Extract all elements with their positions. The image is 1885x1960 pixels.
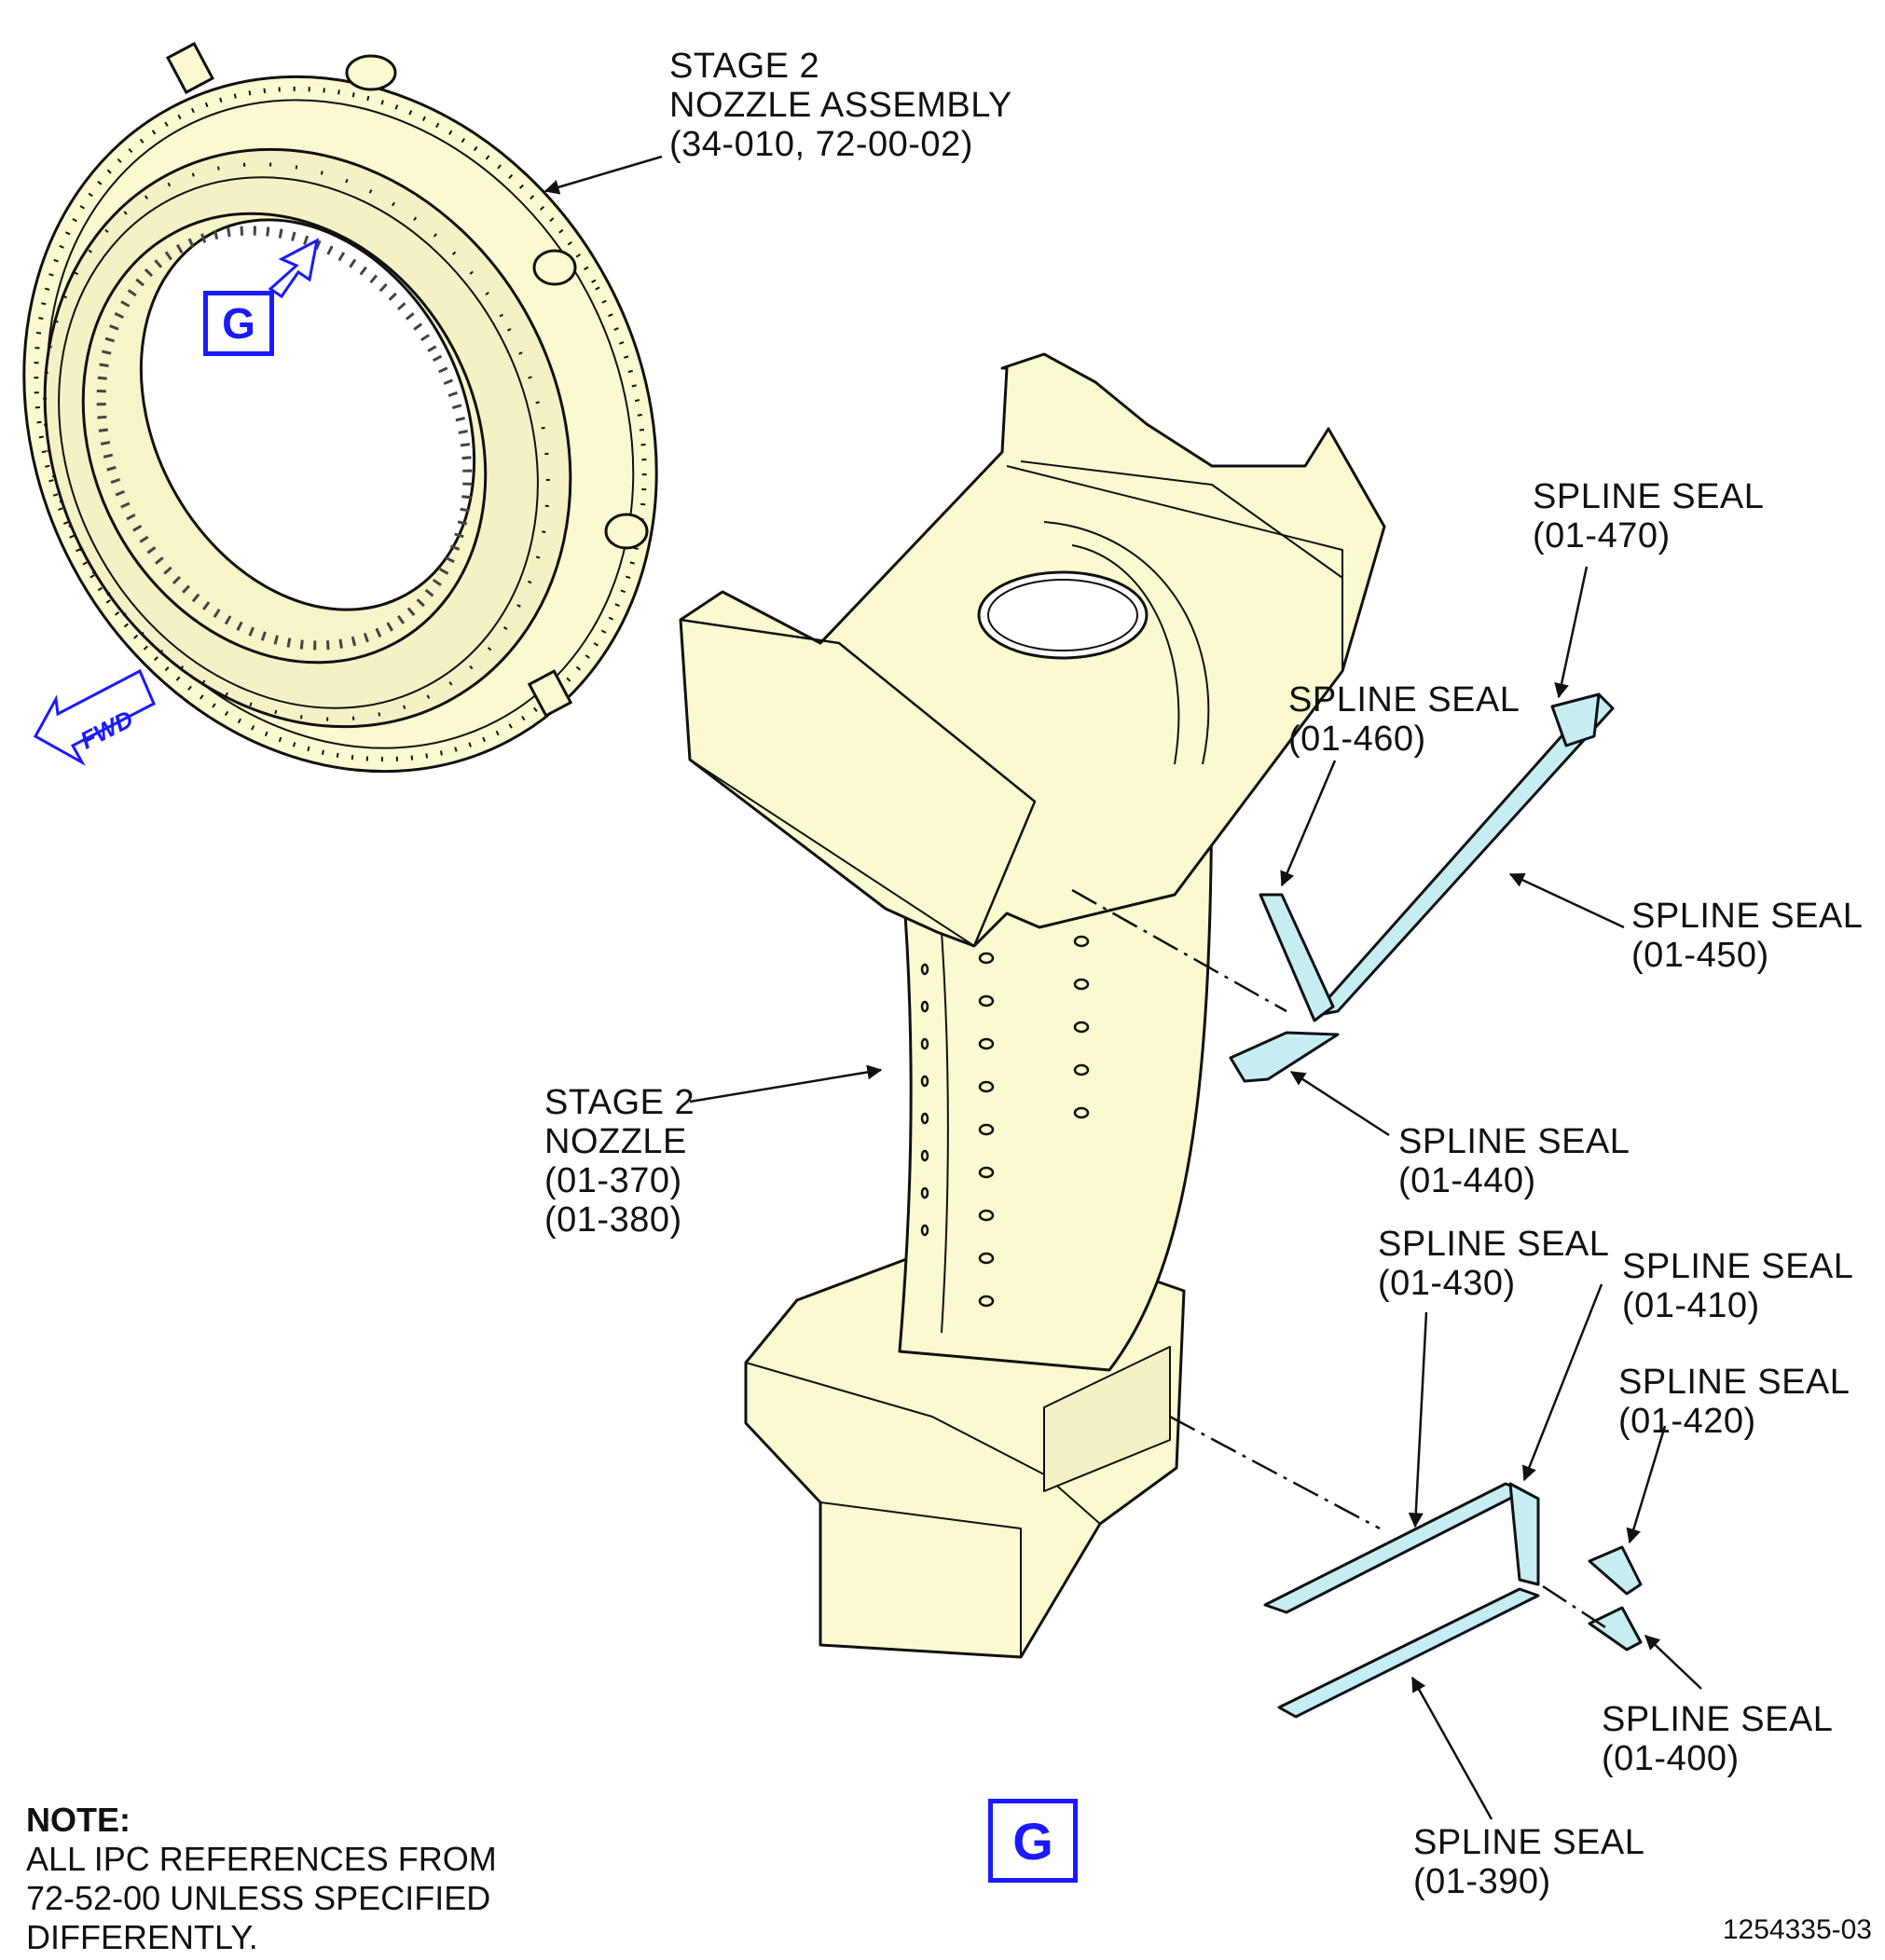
spline-seal-400-part (1588, 1606, 1643, 1652)
spline-seal-440-part (1229, 1031, 1340, 1083)
label-line: SPLINE SEAL (1413, 1823, 1645, 1862)
label-spline-seal-470: SPLINE SEAL (01-470) (1533, 477, 1764, 555)
leader-stage2-nozzle (689, 1064, 883, 1103)
spline-seal-470-part (1550, 692, 1601, 747)
label-line: (01-380) (544, 1200, 682, 1240)
stage-2-nozzle-segment (679, 352, 1386, 1659)
assembly-centerlines (1071, 888, 1609, 1631)
label-stage2-nozzle: STAGE 2 NOZZLE (01-370) (01-380) (544, 1083, 695, 1240)
leader-seal-420 (1626, 1425, 1667, 1544)
label-spline-seal-440: SPLINE SEAL (01-440) (1398, 1122, 1630, 1200)
label-line: (01-470) (1533, 516, 1671, 555)
view-direction-arrow-icon (268, 238, 320, 299)
label-line: SPLINE SEAL (1622, 1247, 1854, 1286)
note-line: DIFFERENTLY. (26, 1918, 258, 1956)
label-line: STAGE 2 (544, 1083, 695, 1122)
label-line: (01-400) (1602, 1739, 1740, 1778)
spline-seal-420-part (1588, 1545, 1643, 1596)
label-line: SPLINE SEAL (1288, 680, 1520, 720)
leader-seal-410 (1521, 1283, 1603, 1482)
cooling-holes (920, 935, 1090, 1308)
label-spline-seal-460: SPLINE SEAL (01-460) (1288, 680, 1520, 759)
label-spline-seal-450: SPLINE SEAL (01-450) (1631, 897, 1863, 975)
spline-seals (1229, 692, 1643, 1719)
label-line: SPLINE SEAL (1398, 1122, 1630, 1161)
label-line: SPLINE SEAL (1602, 1700, 1834, 1739)
view-marker-g-bottom: G (988, 1799, 1078, 1883)
leader-seal-430 (1408, 1311, 1428, 1528)
label-spline-seal-390: SPLINE SEAL (01-390) (1413, 1823, 1644, 1901)
label-line: SPLINE SEAL (1618, 1363, 1851, 1402)
label-spline-seal-400: SPLINE SEAL (01-400) (1602, 1700, 1833, 1778)
label-line: (01-430) (1378, 1264, 1516, 1303)
spline-seal-410-part (1508, 1482, 1540, 1586)
label-line: (01-460) (1288, 720, 1426, 759)
fwd-arrow-icon: FWD (33, 668, 156, 766)
spline-seal-450-part (1311, 692, 1615, 1018)
leader-seal-460 (1280, 760, 1337, 887)
leader-seal-450 (1508, 872, 1625, 929)
spline-seal-460-part (1259, 893, 1335, 1022)
leader-nozzle-assembly (543, 155, 663, 195)
label-nozzle-assembly: STAGE 2 NOZZLE ASSEMBLY (34-010, 72-00-0… (669, 47, 1012, 164)
label-spline-seal-430: SPLINE SEAL (01-430) (1378, 1225, 1609, 1303)
leader-seal-440 (1289, 1070, 1390, 1137)
label-line: (01-420) (1618, 1402, 1756, 1441)
label-line: SPLINE SEAL (1378, 1225, 1610, 1264)
label-line: SPLINE SEAL (1533, 477, 1765, 516)
label-line: (01-440) (1398, 1161, 1536, 1200)
label-line: (34-010, 72-00-02) (669, 125, 973, 164)
view-marker-g-top: G (203, 291, 274, 356)
label-line: (01-450) (1631, 936, 1769, 975)
nozzle-assembly-ring (22, 41, 658, 774)
label-line: NOZZLE ASSEMBLY (669, 86, 1012, 125)
note-block: NOTE: ALL IPC REFERENCES FROM 72-52-00 U… (26, 1801, 497, 1957)
label-line: (01-370) (544, 1161, 682, 1200)
spline-seal-390-part (1277, 1587, 1540, 1719)
note-line: 72-52-00 UNLESS SPECIFIED (26, 1879, 491, 1917)
spline-seal-430-part (1263, 1482, 1526, 1614)
label-line: (01-390) (1413, 1862, 1551, 1901)
label-spline-seal-420: SPLINE SEAL (01-420) (1618, 1363, 1850, 1441)
note-line: ALL IPC REFERENCES FROM (26, 1840, 497, 1878)
label-line: NOZZLE (544, 1122, 687, 1161)
leader-lines (543, 155, 1702, 1820)
label-spline-seal-410: SPLINE SEAL (01-410) (1622, 1247, 1853, 1325)
leader-seal-390 (1410, 1676, 1493, 1820)
leader-seal-470 (1554, 566, 1589, 699)
leader-seal-400 (1644, 1635, 1702, 1690)
label-line: SPLINE SEAL (1631, 897, 1864, 936)
label-line: STAGE 2 (669, 47, 820, 86)
figure-number: 1254335-03 (1722, 1914, 1872, 1945)
note-title: NOTE: (26, 1801, 131, 1839)
label-line: (01-410) (1622, 1286, 1760, 1325)
